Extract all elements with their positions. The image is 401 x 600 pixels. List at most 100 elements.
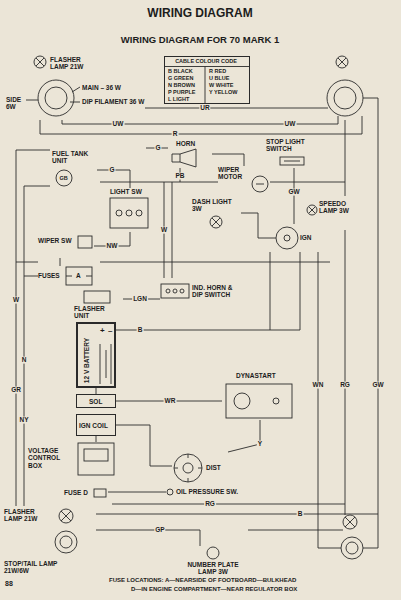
component-label: G GREEN	[168, 75, 193, 81]
component-label: N BROWN	[168, 82, 195, 88]
wire-code: RG	[204, 501, 216, 508]
wire-connector	[228, 420, 260, 452]
component-symbol	[38, 80, 74, 116]
component-label: WIPER SW	[38, 237, 72, 244]
wire-code: N	[21, 357, 28, 364]
component: DASH LIGHT 3W	[192, 198, 241, 230]
component: IGN COIL	[76, 414, 116, 436]
component-symbol	[172, 149, 196, 167]
component-label: DIP FILAMENT 36 W	[82, 98, 144, 105]
component-symbol	[59, 509, 73, 523]
component-label: FLASHER UNIT	[74, 305, 120, 320]
component-label: WIPER MOTOR	[218, 166, 250, 181]
component: IGN	[276, 224, 315, 252]
component-label: IGN COIL	[79, 422, 108, 429]
component: CABLE COLOUR CODEB BLACKR REDG GREENU BL…	[164, 56, 250, 104]
component-symbol	[126, 210, 132, 216]
component-symbol	[110, 198, 148, 228]
component-symbol	[78, 443, 114, 475]
component-label: CABLE COLOUR CODE	[165, 58, 247, 64]
component: NUMBER PLATE LAMP 3W	[178, 546, 251, 578]
component: OIL PRESSURE SW.	[166, 486, 246, 498]
component-symbol	[36, 58, 44, 66]
component-symbol	[226, 384, 292, 418]
component: VOLTAGE CONTROL BOX	[28, 442, 116, 478]
component-label: NUMBER PLATE LAMP 3W	[178, 561, 248, 576]
component-symbol	[307, 205, 317, 215]
component: WIPER SW	[38, 234, 94, 258]
component-symbol	[26, 87, 80, 102]
wire-code: WN	[312, 382, 325, 389]
wire	[16, 262, 38, 276]
component-symbol	[78, 236, 92, 248]
component-label: IND. HORN & DIP SWITCH	[192, 284, 244, 299]
component-label: DIST	[206, 464, 221, 471]
wire	[116, 252, 300, 330]
component-symbol	[167, 489, 173, 495]
wire-connector	[108, 492, 166, 493]
component-label: DYNASTART	[236, 372, 276, 379]
wire-code: GP	[154, 527, 165, 534]
lamp-symbol	[327, 80, 363, 116]
component-label: GB	[60, 175, 68, 181]
note-text: 88	[4, 580, 14, 587]
component-symbol	[166, 289, 170, 293]
component-label: DASH LIGHT 3W	[192, 198, 238, 213]
component-symbol	[60, 536, 72, 548]
component-symbol	[116, 210, 122, 216]
component-symbol	[45, 87, 67, 109]
component-symbol	[34, 56, 46, 68]
component-symbol	[276, 227, 298, 249]
component-symbol	[284, 161, 300, 162]
wire-code: B	[137, 327, 144, 334]
note-text: D—IN ENGINE COMPARTMENT—NEAR REGULATOR B…	[130, 586, 298, 592]
wire-code: WR	[164, 398, 177, 405]
component-symbol	[174, 454, 202, 482]
wire-connector	[96, 530, 200, 546]
component-label: Y YELLOW	[209, 89, 238, 95]
component-label: SIDE 6W	[6, 96, 28, 111]
component-label: +	[100, 326, 105, 335]
component-symbol	[136, 210, 142, 216]
wire-code: W	[12, 297, 20, 304]
component: HORN	[168, 140, 212, 168]
component-label: FUSES	[38, 272, 60, 279]
lamp-symbol	[341, 537, 363, 559]
component-label: 12 V BATTERY	[83, 338, 90, 383]
note-text: FUSE LOCATIONS: A—NEARSIDE OF FOOTBOARD—…	[108, 577, 297, 583]
lamp-symbol	[346, 542, 358, 554]
component: SOL	[76, 394, 116, 408]
component: FUSESA	[38, 266, 96, 286]
wire-connector	[60, 258, 61, 266]
component-label: B BLACK	[168, 68, 193, 74]
wire-code: NY	[18, 417, 29, 424]
component: DIST	[172, 452, 228, 484]
wire-code: R	[172, 131, 179, 138]
component-label: FUSE D	[64, 489, 88, 496]
component-symbol	[207, 547, 219, 559]
component: IND. HORN & DIP SWITCH	[160, 278, 247, 308]
wire-code: G	[154, 145, 161, 152]
component-symbol	[174, 454, 202, 482]
component: STOP LIGHT SWITCH	[266, 138, 323, 168]
component-symbol	[61, 511, 71, 521]
component-symbol	[309, 207, 315, 213]
component-symbol	[55, 531, 77, 553]
lamp-symbol	[345, 517, 355, 527]
component-symbol	[56, 170, 72, 186]
component-symbol	[173, 289, 177, 293]
wire-code: GR	[10, 387, 22, 394]
lamp-symbol	[343, 515, 357, 529]
lamp-symbol	[338, 58, 346, 66]
wire-code: GW	[287, 189, 300, 196]
lamp-symbol	[327, 56, 363, 559]
component: WIPER MOTOR	[218, 166, 270, 198]
wire-code: LGN	[132, 296, 148, 303]
component-symbol	[222, 372, 296, 420]
component-label: R RED	[209, 68, 226, 74]
component-symbol	[66, 267, 92, 285]
component-symbol	[165, 67, 249, 104]
